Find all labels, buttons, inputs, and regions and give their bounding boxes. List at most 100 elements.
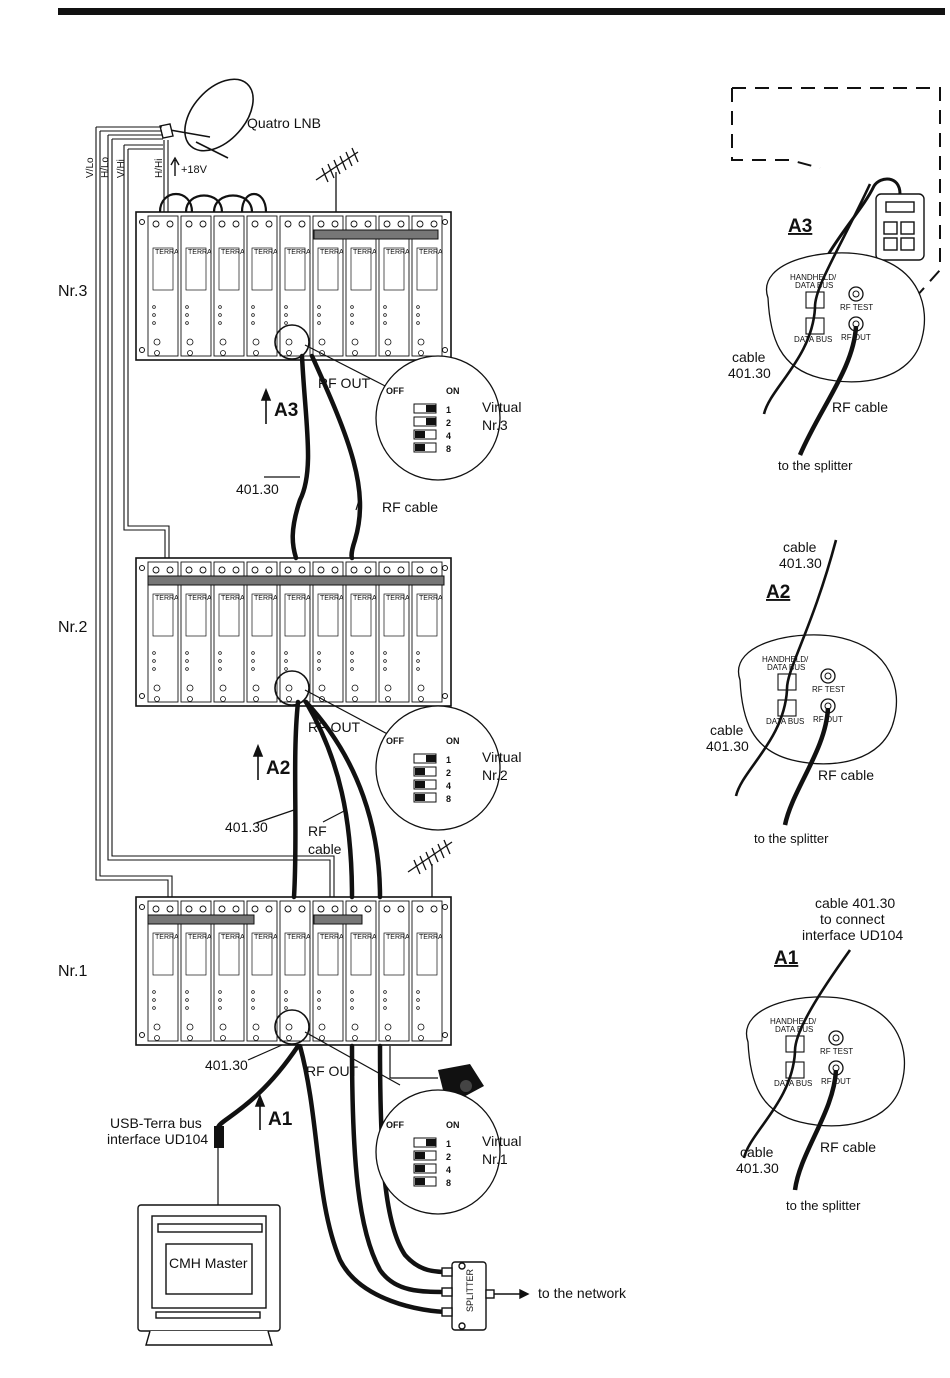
arrow-a2-icon [252, 743, 264, 780]
dip-number: 1 [446, 1139, 451, 1149]
header-rule [58, 8, 945, 15]
handheld-label-1: HANDHELD/ [790, 273, 837, 282]
terra-brand: TERRA [353, 934, 377, 941]
cable-401-label-nr1: 401.30 [205, 1057, 248, 1073]
usb-interface-label-2: interface UD104 [107, 1131, 208, 1147]
rf-test-label: RF TEST [812, 685, 845, 694]
rack-module: TERRA [180, 215, 212, 357]
dip-switch-lever [426, 1139, 436, 1146]
thick-rf-cables [215, 353, 453, 1315]
terra-brand: TERRA [188, 249, 212, 256]
arrow-a3-label: A3 [274, 400, 298, 421]
rack3-loop-cables [158, 193, 268, 213]
mount-hole [442, 693, 448, 699]
terrestrial-antenna-bottom-icon [407, 839, 453, 897]
handheld-label-2: DATA BUS [775, 1025, 813, 1034]
mount-hole [442, 1032, 448, 1038]
cable-label-nr2: cable [308, 841, 342, 857]
dip-switch-lever [426, 405, 436, 412]
lnb-label: Quatro LNB [247, 115, 321, 131]
station-label-nr2: Nr.2 [58, 619, 87, 636]
dip-switch-lever [415, 1152, 425, 1159]
mount-hole [442, 904, 448, 910]
terra-brand: TERRA [221, 934, 245, 941]
terra-brand: TERRA [188, 934, 212, 941]
dip-number: 8 [446, 1178, 451, 1188]
rf-cable-label: RF cable [820, 1139, 876, 1155]
dip-switch-lever [415, 444, 425, 451]
mount-hole [442, 219, 448, 225]
terra-brand: TERRA [419, 249, 443, 256]
usb-interface-label-1: USB-Terra bus [110, 1115, 202, 1131]
dip-location-ring [274, 670, 310, 706]
cmh-master-monitor [137, 1204, 281, 1346]
rf-cable-label-nr3: RF cable [382, 499, 438, 515]
detail-title: A1 [774, 948, 799, 969]
to-splitter-label: to the splitter [786, 1198, 861, 1213]
handheld-label-2: DATA BUS [795, 281, 833, 290]
station-label-nr3: Nr.3 [58, 283, 87, 300]
mount-hole [442, 347, 448, 353]
controller-module: TERRA [274, 900, 311, 1045]
terra-brand: TERRA [320, 595, 344, 602]
arrow-a2-label: A2 [266, 758, 290, 779]
data-bus-port-bottom [805, 317, 825, 335]
mount-hole [139, 904, 145, 910]
rf-cable [782, 707, 831, 826]
virtual-number: Nr.1 [482, 1151, 508, 1167]
mount-hole [139, 347, 145, 353]
dip-switch-lever [415, 781, 425, 788]
mount-hole [139, 219, 145, 225]
rf-cable-label: RF cable [818, 767, 874, 783]
dip-on-label: ON [446, 386, 460, 396]
splitter-box [441, 1261, 495, 1331]
cable-401-label: 401.30 [706, 738, 749, 754]
dip-switch-lever [415, 1165, 425, 1172]
terra-brand: TERRA [221, 249, 245, 256]
cable-401-label-nr3: 401.30 [236, 481, 279, 497]
dip-location-ring [274, 1009, 310, 1045]
cable-label: cable [740, 1144, 774, 1160]
dip-number: 2 [446, 768, 451, 778]
station-label-nr1: Nr.1 [58, 963, 87, 980]
terra-brand: TERRA [353, 595, 377, 602]
dip-switch-lever [426, 418, 436, 425]
usb-interface-ud104 [214, 1126, 224, 1148]
data-bus-label: DATA BUS [766, 717, 804, 726]
splitter-label: SPLITTER [465, 1268, 475, 1312]
label-v-lo: V/Lo [85, 157, 96, 178]
cable-401-30 [742, 949, 852, 1159]
cable-401-label: 401.30 [736, 1160, 779, 1176]
rf-label-nr2: RF [308, 823, 327, 839]
label-plus18v: +18V [181, 164, 208, 176]
dip-switch-lever [426, 755, 436, 762]
arrow-a1-icon [254, 1093, 266, 1130]
dip-number: 4 [446, 1165, 451, 1175]
dip-number: 2 [446, 1152, 451, 1162]
handheld-label-2: DATA BUS [767, 663, 805, 672]
a1-cable-connect-2: to connect [820, 911, 885, 927]
arrow-a1-label: A1 [268, 1109, 293, 1130]
terra-brand: TERRA [188, 595, 212, 602]
cable-label: cable [710, 722, 744, 738]
rack-module: TERRA [378, 900, 410, 1042]
voltage-arrow-icon [170, 156, 180, 176]
dip-off-label: OFF [386, 386, 404, 396]
dip-switch-lever [415, 768, 425, 775]
handheld-label-1: HANDHELD/ [762, 655, 809, 664]
terra-brand: TERRA [386, 249, 410, 256]
terra-brand: TERRA [386, 934, 410, 941]
rack-module: TERRA [246, 215, 278, 357]
dip-number: 4 [446, 781, 451, 791]
handheld-device [875, 193, 925, 261]
label-h-hi: H/Hi [154, 159, 165, 178]
terrestrial-antenna-top-icon [315, 147, 359, 212]
